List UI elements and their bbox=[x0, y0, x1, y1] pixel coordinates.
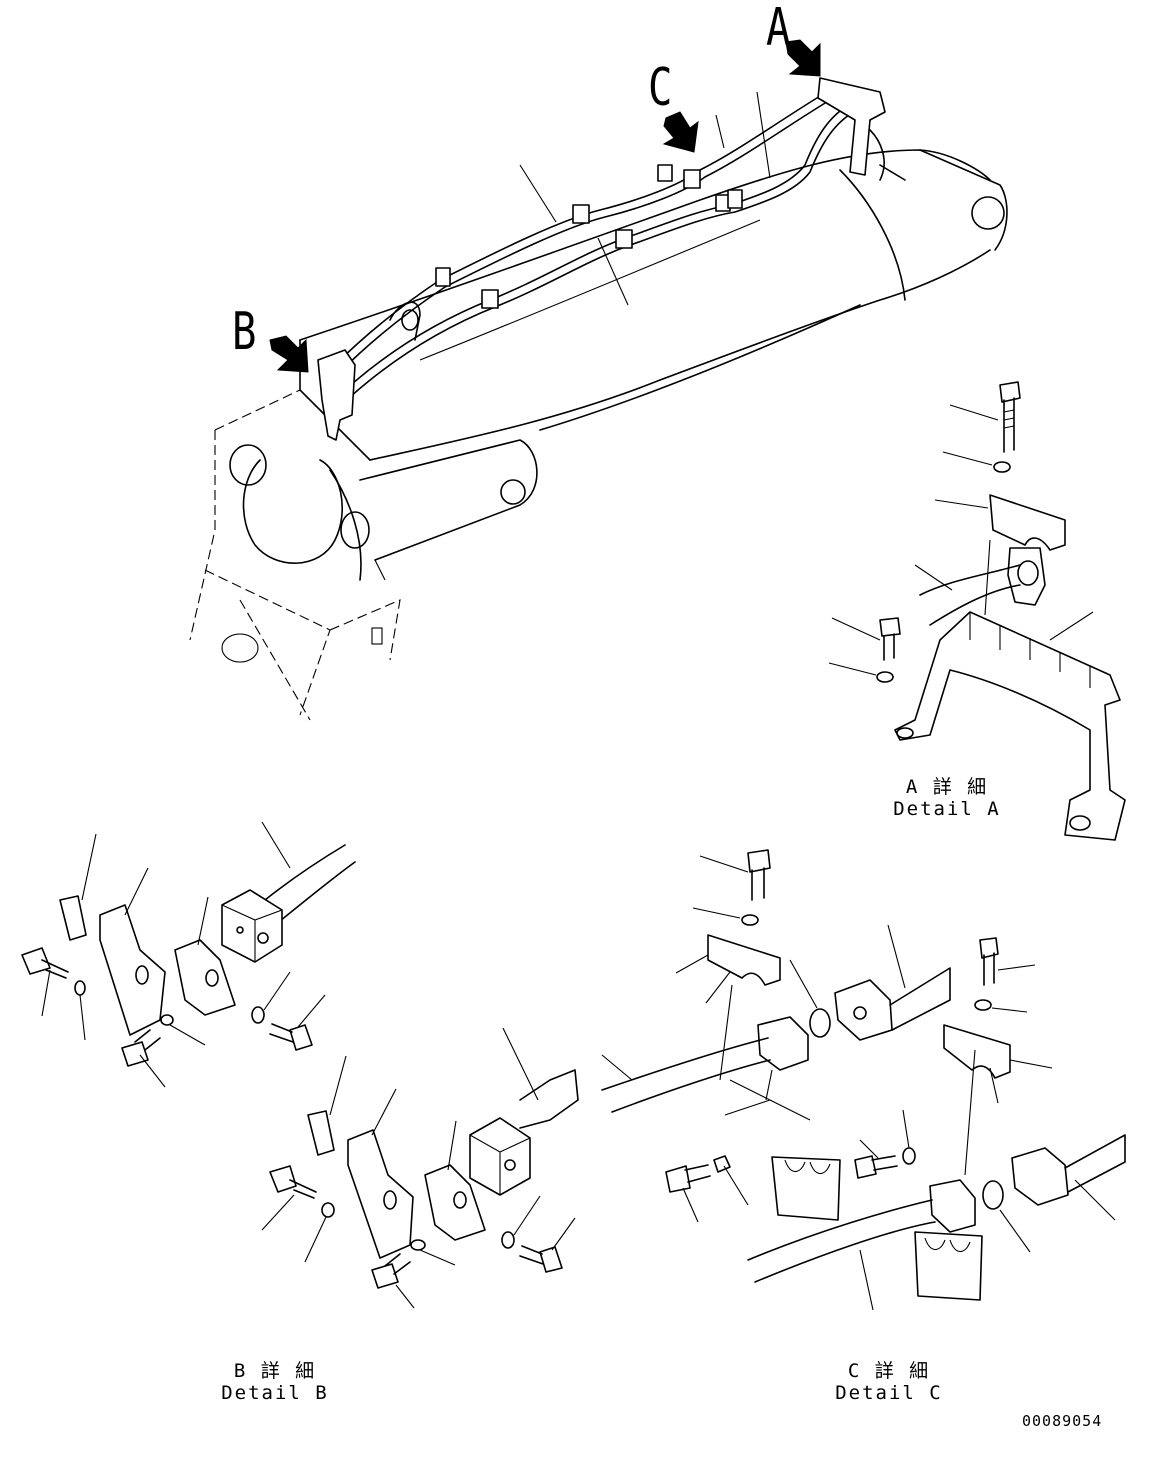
detail-a-caption-jp: A 詳 細 bbox=[905, 776, 989, 798]
detail-c-caption-jp: C 詳 細 bbox=[847, 1360, 931, 1382]
arrow-a bbox=[785, 39, 821, 77]
detail-b-parts-lower bbox=[261, 1027, 579, 1309]
main-leaders bbox=[519, 91, 771, 306]
callout-a: A bbox=[766, 0, 791, 58]
detail-b-caption-en: Detail B bbox=[221, 1382, 329, 1404]
detail-b-caption-jp: B 詳 細 bbox=[233, 1360, 317, 1382]
boom-body bbox=[299, 149, 1008, 461]
detail-c-caption-en: Detail C bbox=[835, 1382, 943, 1404]
detail-a-parts bbox=[828, 381, 1126, 841]
arrow-b bbox=[269, 335, 309, 373]
detail-a-caption: A 詳 細 Detail A bbox=[892, 776, 1002, 820]
detail-c-parts bbox=[601, 849, 1126, 1311]
callout-b: B bbox=[232, 302, 257, 362]
document-number: 00089054 bbox=[1022, 1412, 1103, 1430]
arrow-c bbox=[662, 111, 699, 153]
detail-a-caption-en: Detail A bbox=[893, 798, 1001, 820]
detail-b-caption: B 詳 細 Detail B bbox=[220, 1360, 330, 1404]
boom-foot-bracket bbox=[189, 389, 538, 721]
hydraulic-tubes bbox=[317, 77, 886, 441]
callout-c: C bbox=[648, 58, 673, 118]
detail-b-parts-upper bbox=[21, 821, 356, 1088]
detail-c-caption: C 詳 細 Detail C bbox=[834, 1360, 944, 1404]
